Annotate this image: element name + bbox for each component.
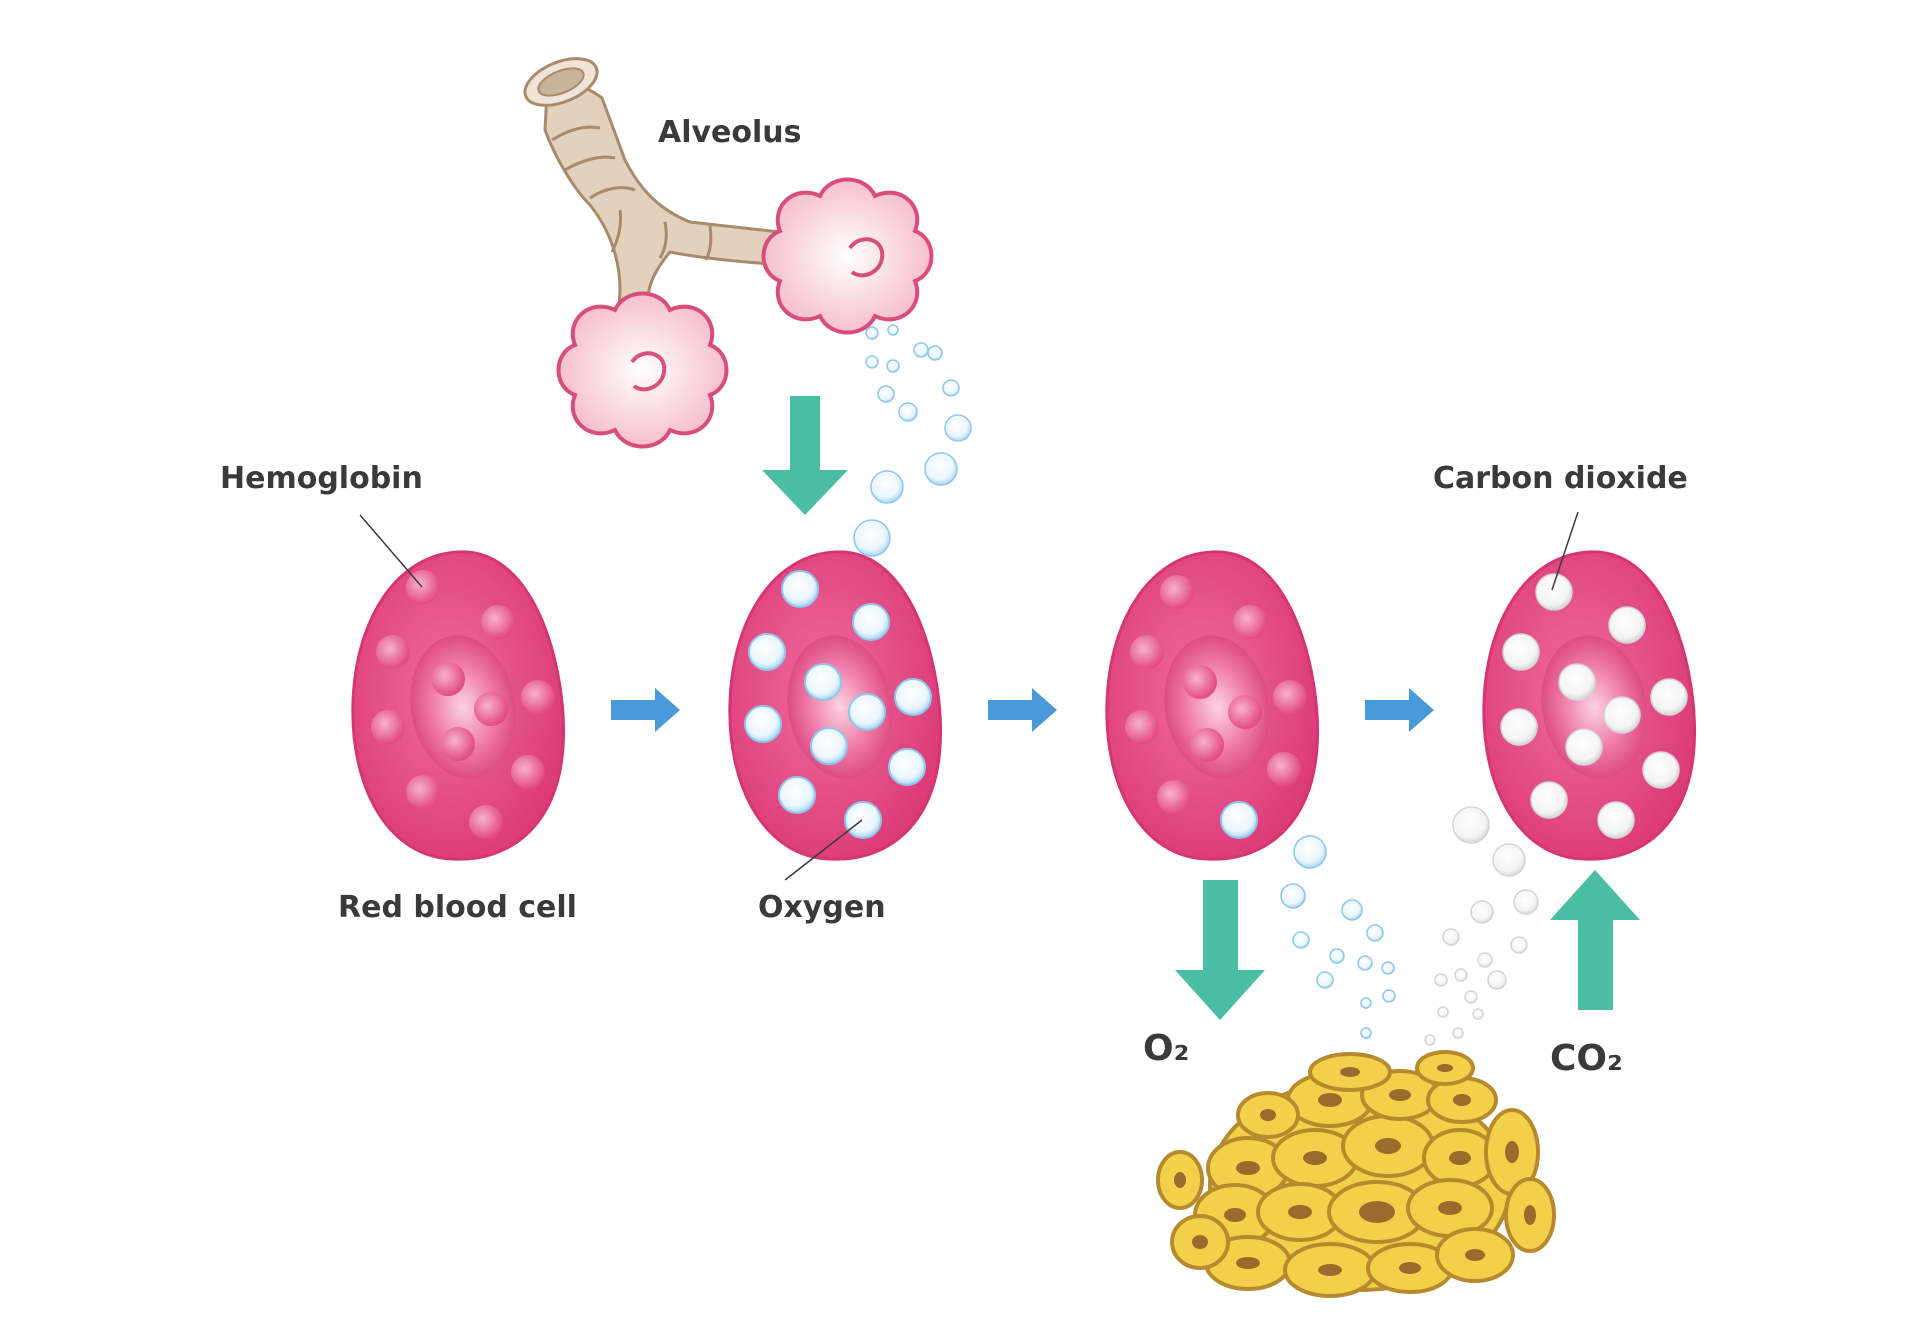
oxygen-stream-alveolus (853, 324, 972, 557)
bronchus (523, 57, 787, 332)
red-blood-cell-2 (728, 550, 943, 861)
red-blood-cell-4 (1482, 550, 1697, 861)
carbon-dioxide-leader (1551, 511, 1579, 591)
carbon-dioxide-label: Carbon dioxide (1433, 461, 1688, 496)
tissue-nuclei (1174, 1064, 1536, 1276)
oxygen-stream-tissue (1280, 835, 1396, 1039)
tissue-cells (1156, 1050, 1556, 1298)
step-arrow-2 (988, 688, 1057, 732)
oxygen-label: Oxygen (758, 890, 886, 925)
hemoglobin-label: Hemoglobin (220, 461, 423, 496)
carbon-dioxide-uptake-arrow (1550, 870, 1640, 1010)
red-blood-cell-1 (351, 550, 566, 861)
step-arrow-3 (1365, 688, 1434, 732)
carbon-dioxide-stream (1424, 806, 1539, 1046)
alveolus-label: Alveolus (658, 115, 802, 150)
oxygen-leader (784, 819, 863, 881)
co2-label: CO₂ (1550, 1038, 1623, 1079)
oxygen-release-arrow (1175, 880, 1265, 1020)
step-arrow-1 (611, 688, 680, 732)
alveolus-cluster-right (761, 177, 934, 335)
alveolus-cluster-left (556, 291, 729, 449)
oxygen-intake-arrow (762, 396, 848, 515)
red-blood-cell-label: Red blood cell (338, 890, 577, 925)
hemoglobin-leader (359, 514, 423, 588)
red-blood-cell-3 (1105, 550, 1320, 861)
o2-label: O₂ (1143, 1028, 1189, 1069)
